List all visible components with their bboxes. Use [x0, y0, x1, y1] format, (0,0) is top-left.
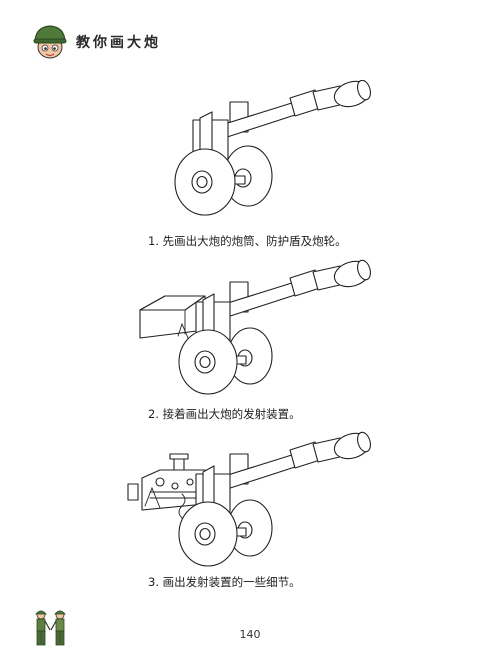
cannon-drawing-step-1: [174, 80, 371, 216]
step-3-caption: 3. 画出发射装置的一些细节。: [148, 575, 301, 589]
two-soldiers-icon: [35, 610, 66, 646]
firing-mechanism: [139, 295, 206, 339]
cannon-drawing-step-2: [139, 259, 371, 395]
cannon-wheel-front: [178, 329, 238, 395]
cannon-barrel: [214, 259, 371, 321]
step-2: 2. 接着画出大炮的发射装置。: [0, 258, 500, 433]
step-3: 3. 画出发射装置的一些细节。: [0, 428, 500, 598]
cannon-drawing-step-3: [127, 431, 371, 567]
firing-mechanism-detailed: [127, 453, 206, 519]
cannon-barrel: [214, 431, 371, 493]
cannon-wheel-front: [174, 148, 236, 216]
page-number: 140: [239, 628, 261, 641]
step-2-caption: 2. 接着画出大炮的发射装置。: [148, 407, 301, 421]
soldier-helmet-icon: [33, 25, 67, 59]
page-header: 教你画大炮: [30, 22, 161, 62]
step-1: 1. 先画出大炮的炮筒、防护盾及炮轮。: [0, 80, 500, 260]
page-title: 教你画大炮: [76, 35, 161, 51]
cannon-wheel-front: [178, 501, 238, 567]
step-1-caption: 1. 先画出大炮的炮筒、防护盾及炮轮。: [148, 234, 347, 248]
